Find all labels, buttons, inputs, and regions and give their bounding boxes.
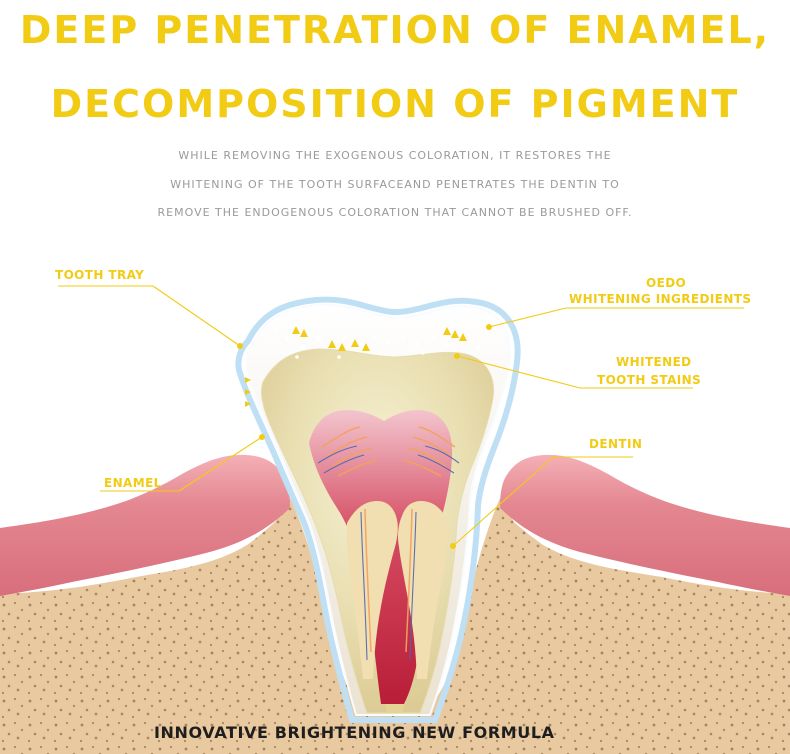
gum-right: [500, 454, 790, 596]
callout-lines: [58, 285, 744, 547]
nerve-lines-blue: [317, 445, 460, 661]
subtitle-line-2: WHITENING OF THE TOOTH SURFACEAND PENETR…: [170, 178, 620, 191]
nerve-lines: [321, 426, 456, 653]
bone-fill: [360, 600, 430, 754]
root-dentin: [341, 489, 439, 713]
subtitle-line-3: REMOVE THE ENDOGENOUS COLORATION THAT CA…: [157, 206, 633, 219]
callout-dots: [237, 324, 492, 549]
tooth-enamel: [245, 303, 511, 716]
label-dentin: DENTIN: [589, 437, 642, 451]
label-whitened-line2: TOOTH STAINS: [597, 373, 701, 387]
footer-text: INNOVATIVE BRIGHTENING NEW FORMULA: [154, 723, 555, 742]
ingredient-arrows: [245, 326, 467, 407]
bone-base-right: [430, 498, 790, 754]
label-oedo-line2: WHITENING INGREDIENTS: [569, 292, 751, 306]
gum-left: [0, 454, 290, 596]
tooth-tray-outline: [235, 296, 521, 723]
subtitle-line-1: WHILE REMOVING THE EXOGENOUS COLORATION,…: [178, 149, 612, 162]
label-tooth-tray: TOOTH TRAY: [55, 268, 144, 282]
label-whitened-line1: WHITENED: [616, 355, 692, 369]
tooth-dentin: [261, 348, 495, 714]
title-line-2: DECOMPOSITION OF PIGMENT: [50, 82, 740, 126]
tooth-pulp: [309, 410, 453, 704]
bone-base: [0, 498, 360, 754]
pulp-canal-right: [398, 501, 448, 679]
label-oedo-line1: OEDO: [646, 276, 686, 290]
title-line-1: DEEP PENETRATION OF ENAMEL,: [19, 8, 771, 52]
stain-dots: [273, 326, 481, 359]
pulp-canal-left: [346, 501, 398, 679]
label-enamel: ENAMEL: [104, 476, 162, 490]
